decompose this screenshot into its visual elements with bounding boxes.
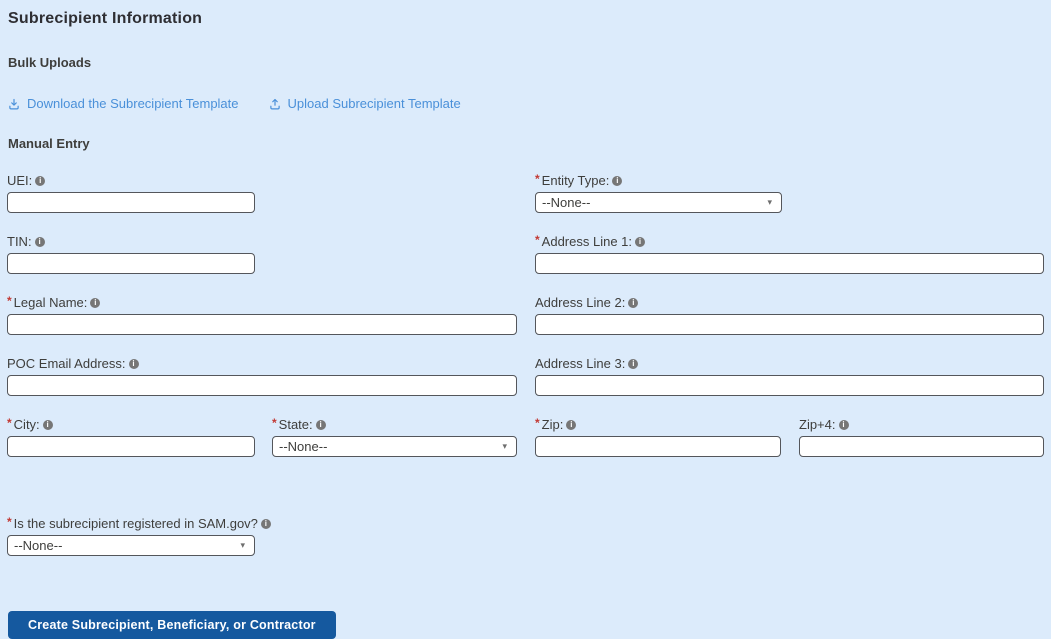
address-line-2-label: Address Line 2:i — [535, 295, 1044, 310]
address-line-3-label: Address Line 3:i — [535, 356, 1044, 371]
info-icon[interactable]: i — [128, 358, 139, 369]
poc-email-input[interactable] — [7, 375, 517, 396]
field-state: *State:i --None-- ▾ — [272, 415, 517, 457]
info-icon[interactable]: i — [260, 518, 271, 529]
required-marker: * — [535, 415, 540, 430]
state-label: *State:i — [272, 415, 517, 432]
info-icon[interactable]: i — [628, 358, 639, 369]
legal-name-input[interactable] — [7, 314, 517, 335]
field-tin: TIN:i — [7, 234, 517, 274]
uei-input[interactable] — [7, 192, 255, 213]
state-select[interactable]: --None-- ▾ — [272, 436, 517, 457]
upload-icon — [269, 98, 281, 110]
create-subrecipient-button[interactable]: Create Subrecipient, Beneficiary, or Con… — [8, 611, 336, 639]
download-template-label: Download the Subrecipient Template — [27, 96, 239, 111]
uei-label: UEI:i — [7, 173, 517, 188]
chevron-down-icon: ▾ — [240, 540, 245, 550]
template-links-row: Download the Subrecipient Template Uploa… — [8, 96, 1044, 111]
info-icon[interactable]: i — [90, 297, 101, 308]
field-uei: UEI:i — [7, 173, 517, 213]
info-icon[interactable]: i — [612, 175, 623, 186]
zip-plus-4-input[interactable] — [799, 436, 1044, 457]
info-icon[interactable]: i — [42, 419, 53, 430]
field-sam-registered: *Is the subrecipient registered in SAM.g… — [7, 514, 271, 556]
field-zip-plus-4: Zip+4:i — [799, 417, 1044, 457]
required-marker: * — [7, 415, 12, 430]
info-icon[interactable]: i — [838, 419, 849, 430]
entity-type-label: *Entity Type:i — [535, 171, 1044, 188]
tin-input[interactable] — [7, 253, 255, 274]
legal-name-label: *Legal Name:i — [7, 293, 517, 310]
field-city: *City:i — [7, 415, 255, 457]
required-marker: * — [535, 232, 540, 247]
required-marker: * — [7, 514, 12, 529]
upload-template-link[interactable]: Upload Subrecipient Template — [269, 96, 461, 111]
address-line-3-input[interactable] — [535, 375, 1044, 396]
zip-input[interactable] — [535, 436, 781, 457]
address-line-2-input[interactable] — [535, 314, 1044, 335]
field-address-line-3: Address Line 3:i — [535, 356, 1044, 396]
tin-label: TIN:i — [7, 234, 517, 249]
field-entity-type: *Entity Type:i --None-- ▾ — [535, 171, 1044, 213]
bulk-uploads-heading: Bulk Uploads — [8, 55, 92, 70]
sam-registered-selected-value: --None-- — [14, 538, 63, 553]
required-marker: * — [535, 171, 540, 186]
zip-row: *Zip:i Zip+4:i — [535, 415, 1044, 457]
entity-type-select[interactable]: --None-- ▾ — [535, 192, 782, 213]
manual-entry-heading: Manual Entry — [8, 136, 90, 151]
entity-type-selected-value: --None-- — [542, 195, 591, 210]
info-icon[interactable]: i — [35, 175, 46, 186]
zip-plus-4-label: Zip+4:i — [799, 417, 1044, 432]
info-icon[interactable]: i — [628, 297, 639, 308]
address-line-1-input[interactable] — [535, 253, 1044, 274]
page-title: Subrecipient Information — [8, 10, 203, 27]
poc-email-label: POC Email Address:i — [7, 356, 517, 371]
address-line-1-label: *Address Line 1:i — [535, 232, 1044, 249]
field-zip: *Zip:i — [535, 415, 781, 457]
required-marker: * — [272, 415, 277, 430]
info-icon[interactable]: i — [566, 419, 577, 430]
city-state-row: *City:i *State:i --None-- ▾ — [7, 415, 517, 457]
sam-registered-select[interactable]: --None-- ▾ — [7, 535, 255, 556]
info-icon[interactable]: i — [635, 236, 646, 247]
upload-template-label: Upload Subrecipient Template — [287, 96, 461, 111]
field-poc-email: POC Email Address:i — [7, 356, 517, 396]
city-label: *City:i — [7, 415, 255, 432]
required-marker: * — [7, 293, 12, 308]
city-input[interactable] — [7, 436, 255, 457]
zip-label: *Zip:i — [535, 415, 781, 432]
sam-registered-label: *Is the subrecipient registered in SAM.g… — [7, 514, 271, 531]
chevron-down-icon: ▾ — [502, 441, 507, 451]
download-template-link[interactable]: Download the Subrecipient Template — [8, 96, 239, 111]
state-selected-value: --None-- — [279, 439, 328, 454]
chevron-down-icon: ▾ — [767, 197, 772, 207]
info-icon[interactable]: i — [34, 236, 45, 247]
field-address-line-1: *Address Line 1:i — [535, 232, 1044, 274]
download-icon — [8, 98, 20, 110]
info-icon[interactable]: i — [315, 419, 326, 430]
manual-entry-form: UEI:i *Entity Type:i --None-- ▾ TIN:i *A… — [7, 171, 1044, 457]
field-legal-name: *Legal Name:i — [7, 293, 517, 335]
field-address-line-2: Address Line 2:i — [535, 295, 1044, 335]
